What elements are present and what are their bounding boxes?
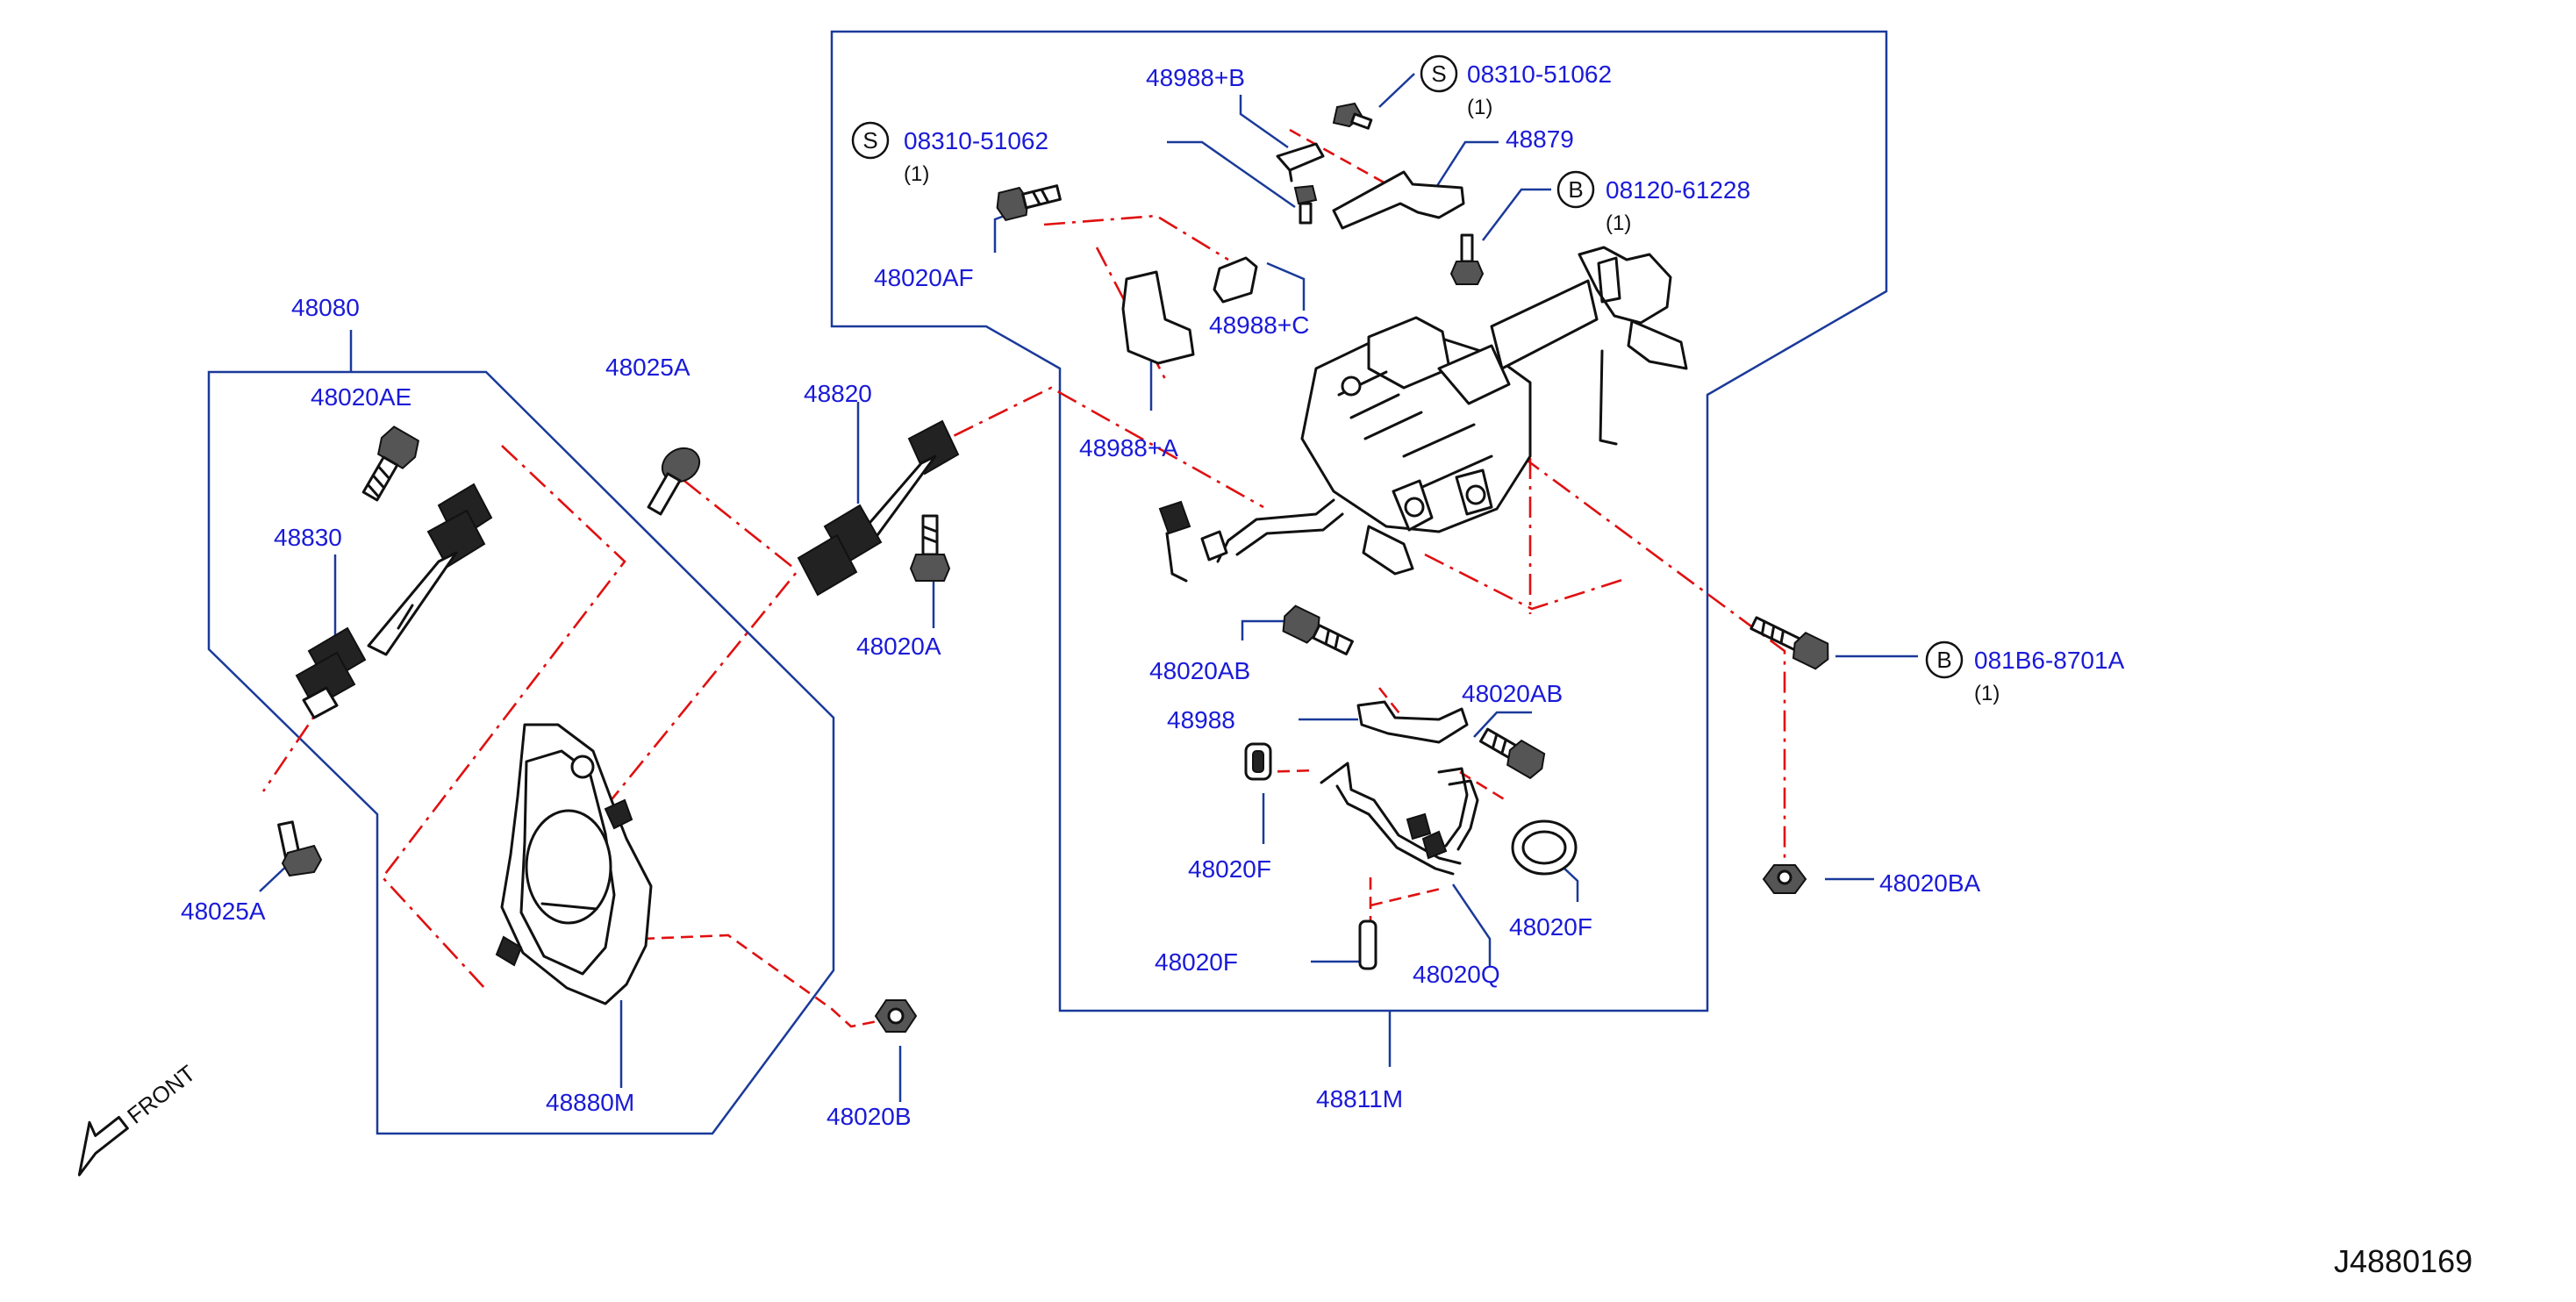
symbol-b: B bbox=[1568, 176, 1583, 203]
callout-48879: 48879 bbox=[1506, 125, 1574, 153]
bolt-48020AB-left-drawing bbox=[1282, 604, 1354, 655]
leader-lines bbox=[259, 73, 1918, 1102]
symbol-b-circle bbox=[1556, 170, 1595, 209]
leader-line bbox=[1167, 140, 1296, 209]
callout-48020BA: 48020BA bbox=[1879, 869, 1981, 897]
front-arrow-icon bbox=[77, 1115, 129, 1177]
callout-48020AB-right: 48020AB bbox=[1462, 680, 1563, 707]
callout-48020AF: 48020AF bbox=[874, 264, 974, 291]
leader-line bbox=[1239, 95, 1289, 149]
bracket-48988B-drawing bbox=[1276, 142, 1325, 182]
assembly-lines bbox=[261, 128, 1786, 1028]
bolt-08120-61228-drawing bbox=[1449, 233, 1485, 285]
bolt-48020AE-drawing bbox=[361, 426, 419, 502]
callout-48020F-left: 48020F bbox=[1188, 855, 1271, 883]
callout-qty: (1) bbox=[1606, 211, 1631, 235]
callout-48025A-top: 48025A bbox=[605, 354, 691, 381]
callout-48020F-bottom: 48020F bbox=[1155, 948, 1238, 976]
diagram-id: J4880169 bbox=[2334, 1243, 2472, 1279]
callout-48830: 48830 bbox=[274, 524, 342, 551]
lower-shaft-48820-drawing bbox=[797, 419, 960, 597]
assembly-line bbox=[1370, 886, 1445, 907]
callout-48811M: 48811M bbox=[1316, 1085, 1403, 1112]
assembly-line bbox=[683, 479, 798, 572]
leader-line bbox=[1451, 884, 1492, 967]
symbol-s: S bbox=[862, 127, 877, 154]
assembly-line bbox=[1043, 214, 1229, 261]
assembly-line bbox=[919, 386, 1264, 509]
callout-48880M: 48880M bbox=[546, 1089, 634, 1116]
clip-48020F-bottom-drawing bbox=[1358, 919, 1377, 970]
symbol-b-circle bbox=[1925, 640, 1964, 679]
assembly-line bbox=[604, 571, 798, 808]
callout-48988: 48988 bbox=[1167, 706, 1235, 733]
steering-column-48811M-drawing bbox=[1158, 246, 1688, 583]
callout-48020B: 48020B bbox=[826, 1103, 912, 1130]
leader-line bbox=[1482, 188, 1551, 241]
callout-qty: (1) bbox=[1974, 682, 2000, 705]
callout-48820: 48820 bbox=[804, 380, 872, 407]
callout-48020AE: 48020AE bbox=[311, 383, 411, 411]
group-outline-48811M bbox=[830, 30, 1888, 1012]
assembly-line bbox=[381, 445, 626, 991]
clip-48020F-left-drawing bbox=[1244, 742, 1272, 781]
callout-08120-61228: 08120-61228 bbox=[1606, 176, 1750, 204]
callout-08310-51062-left: 08310-51062 bbox=[904, 127, 1048, 154]
leader-line bbox=[1378, 73, 1415, 108]
symbol-s: S bbox=[1431, 61, 1446, 87]
bracket-48879-drawing bbox=[1332, 170, 1465, 230]
clip-48020F-right-drawing bbox=[1511, 819, 1578, 876]
front-label: FRONT bbox=[122, 1060, 200, 1129]
bolt-48025A-lower-drawing bbox=[277, 820, 323, 877]
group-outline-48080 bbox=[207, 370, 835, 1135]
assembly-line bbox=[641, 934, 887, 1028]
symbol-s-circle bbox=[851, 121, 890, 160]
bracket-48988-drawing bbox=[1356, 700, 1469, 744]
callout-qty: (1) bbox=[1467, 96, 1492, 119]
callout-48020F-right: 48020F bbox=[1509, 913, 1592, 941]
callout-qty: (1) bbox=[904, 162, 929, 186]
bracket-48988A-drawing bbox=[1121, 270, 1195, 365]
callout-48020AB-left: 48020AB bbox=[1149, 657, 1250, 684]
leader-line bbox=[1241, 619, 1284, 640]
callout-48020Q: 48020Q bbox=[1413, 961, 1500, 988]
bracket-48988C-drawing bbox=[1213, 256, 1258, 304]
assembly-line bbox=[1459, 409, 1786, 874]
callout-081B6-8701A: 081B6-8701A bbox=[1974, 647, 2125, 674]
bolt-48020A-drawing bbox=[909, 514, 951, 582]
front-direction-indicator: FRONT bbox=[77, 1060, 200, 1177]
assembly-line bbox=[1424, 553, 1626, 611]
assembly-line bbox=[1459, 770, 1506, 802]
harness-48020Q-drawing bbox=[1320, 762, 1479, 876]
intermediate-shaft-48830-drawing bbox=[295, 483, 493, 719]
assembly-outlines bbox=[207, 30, 1888, 1135]
bolt-081B6-8701A-drawing bbox=[1750, 616, 1829, 670]
screw-08310-51062-left-drawing bbox=[1293, 184, 1318, 225]
callout-48020A: 48020A bbox=[856, 633, 941, 660]
callout-48988C: 48988+C bbox=[1209, 311, 1309, 339]
symbol-s-circle bbox=[1420, 54, 1458, 93]
leader-line bbox=[1432, 140, 1499, 192]
hole-cover-48880M-drawing bbox=[495, 723, 653, 1005]
bolt-48025A-upper-drawing bbox=[647, 447, 701, 516]
callout-48080: 48080 bbox=[291, 294, 360, 321]
symbol-b: B bbox=[1936, 647, 1951, 673]
callout-08310-51062-right: 08310-51062 bbox=[1467, 61, 1612, 88]
leader-line bbox=[1473, 711, 1532, 738]
screw-08310-51062-right-drawing bbox=[1332, 102, 1373, 130]
leader-line bbox=[1266, 261, 1306, 311]
nut-48020BA-drawing bbox=[1762, 864, 1807, 894]
callout-48025A-bottom: 48025A bbox=[181, 898, 266, 925]
bolt-48020AF-drawing bbox=[996, 184, 1062, 222]
callout-48988A: 48988+A bbox=[1079, 434, 1178, 461]
nut-48020B-drawing bbox=[874, 999, 918, 1033]
callout-48988B: 48988+B bbox=[1146, 64, 1245, 91]
bolt-48020AB-right-drawing bbox=[1479, 727, 1546, 780]
callouts: 48080 48020AE 48830 48025A 48025A 48820 … bbox=[181, 54, 2125, 1130]
